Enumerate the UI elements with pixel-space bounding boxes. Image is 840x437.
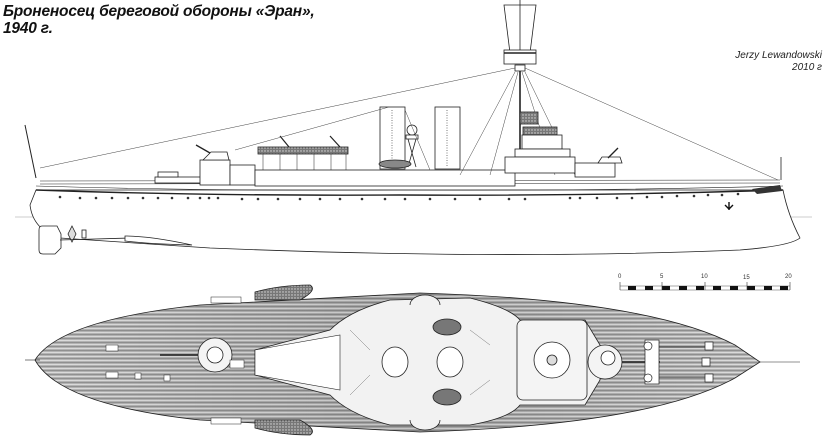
- aft-gun-turret: [202, 151, 230, 161]
- lifeboat-starboard: [254, 419, 313, 436]
- title-line-2: 1940 г.: [3, 20, 53, 37]
- drawing-title: Броненосец береговой обороны «Эран», 194…: [3, 3, 315, 37]
- funnel-fore: [434, 106, 461, 170]
- funnel-aft: [379, 106, 406, 170]
- top-plan-view: [25, 284, 800, 436]
- boat-plan-1: [432, 318, 462, 336]
- author-credit: Jerzy Lewandowski 2010 г: [735, 50, 822, 74]
- boat-plan-2: [432, 388, 462, 406]
- bridge: [521, 134, 563, 150]
- rigging: [39, 67, 779, 181]
- title-line-1: Броненосец береговой обороны «Эран»,: [3, 3, 315, 20]
- funnel-plan-aft: [381, 346, 409, 378]
- scale-bar: [619, 282, 791, 291]
- credit-year: 2010 г: [792, 62, 822, 73]
- anchor-icon: [724, 202, 734, 210]
- fore-gun-turret: [597, 156, 623, 164]
- lifeboat-port: [254, 284, 313, 301]
- bow-capstans: [643, 339, 714, 385]
- funnel-plan-fore: [436, 346, 464, 378]
- superstructure-plan: [254, 297, 601, 426]
- rudder-propeller: [38, 225, 193, 255]
- portholes: [58, 192, 740, 201]
- author-name: Jerzy Lewandowski: [735, 50, 822, 61]
- side-profile-view: [15, 0, 812, 255]
- hull-side: [29, 189, 801, 255]
- boat-deck-awning: [257, 146, 349, 155]
